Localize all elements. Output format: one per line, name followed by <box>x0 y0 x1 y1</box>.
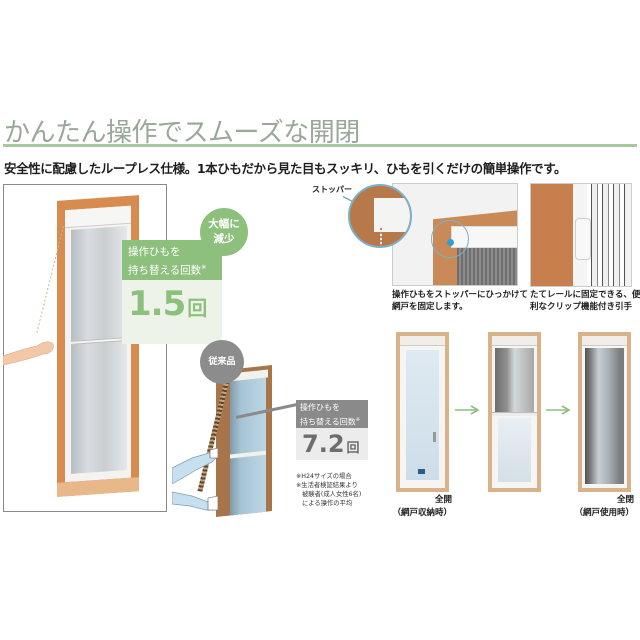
footnote-mark: ※ <box>201 264 207 271</box>
screen-roll-box <box>65 205 131 229</box>
conventional-badge: 従来品 <box>200 340 244 384</box>
footnote-mark: ※ <box>355 417 360 423</box>
callout-label-line1: 操作ひもを <box>128 246 181 258</box>
new-count-value: 1.5 <box>128 284 186 324</box>
caption-line: 利なクリップ機能付き引手 <box>530 302 633 312</box>
footnote-2-cont: 被験者(成人女性6名) <box>302 491 362 498</box>
clip-handle <box>575 218 591 260</box>
callout-label-line2: 持ち替える回数 <box>300 417 356 427</box>
callout-label-line2: 持ち替える回数 <box>128 264 202 277</box>
page-subtitle: 安全性に配慮したループレス仕様。1本ひもだから見た目もスッキリ、ひもを引くだけの… <box>4 161 567 176</box>
stopper-marker <box>447 239 454 246</box>
page-title: かんたん操作でスムーズな開閉 <box>4 118 360 148</box>
stopper-closeup <box>348 184 412 248</box>
callout-label-line1: 操作ひもを <box>300 403 340 412</box>
step-state: 全閉 <box>616 495 634 505</box>
stopper-photo <box>392 183 518 286</box>
clip-handle-photo <box>530 183 632 287</box>
clip-caption: たてレールに固定できる、便 利なクリップ機能付き引手 <box>530 289 640 313</box>
stopper-label: ストッパー <box>312 185 352 194</box>
footnotes: ※H24サイズの場合 ※生活者検証結果より 被験者(成人女性6名) による操作の… <box>296 472 361 508</box>
hand-illustration <box>3 341 54 366</box>
new-count-unit: 回 <box>187 296 208 320</box>
reduction-badge: 大幅に 減少 <box>200 208 248 256</box>
window-fully-open <box>396 332 449 492</box>
footnote-2: ※生活者検証結果より <box>296 482 358 489</box>
window-illustration-conventional <box>197 365 272 517</box>
step-caption-closed: 全閉 （網戸使用時） <box>572 494 634 520</box>
caption-line: 操作ひもをストッパーにひっかけて <box>392 290 529 300</box>
window-half-screen <box>488 332 541 492</box>
caption-line: たてレールに固定できる、便 <box>530 290 640 300</box>
footnote-2-cont2: による操作の平均 <box>302 500 353 507</box>
arrow-right-icon <box>455 405 480 415</box>
footnote-1: ※H24サイズの場合 <box>296 473 352 480</box>
badge-line2: 減少 <box>213 233 235 245</box>
title-divider <box>3 144 637 147</box>
badge-line1: 大幅に <box>208 218 240 230</box>
arrow-right-icon <box>546 405 571 415</box>
step-detail: （網戸収納時） <box>392 508 452 518</box>
step-detail: （網戸使用時） <box>574 508 634 518</box>
step-state: 全開 <box>434 495 452 505</box>
caption-line: 網戸を固定します。 <box>392 302 468 312</box>
stopper-caption: 操作ひもをストッパーにひっかけて 網戸を固定します。 <box>392 289 528 313</box>
window-fully-closed-screen <box>578 332 631 492</box>
conventional-count-value: 7.2 <box>302 430 345 458</box>
conventional-count-unit: 回 <box>346 441 360 456</box>
arms-illustration <box>172 448 218 511</box>
step-caption-open: 全開 （網戸収納時） <box>380 494 452 520</box>
